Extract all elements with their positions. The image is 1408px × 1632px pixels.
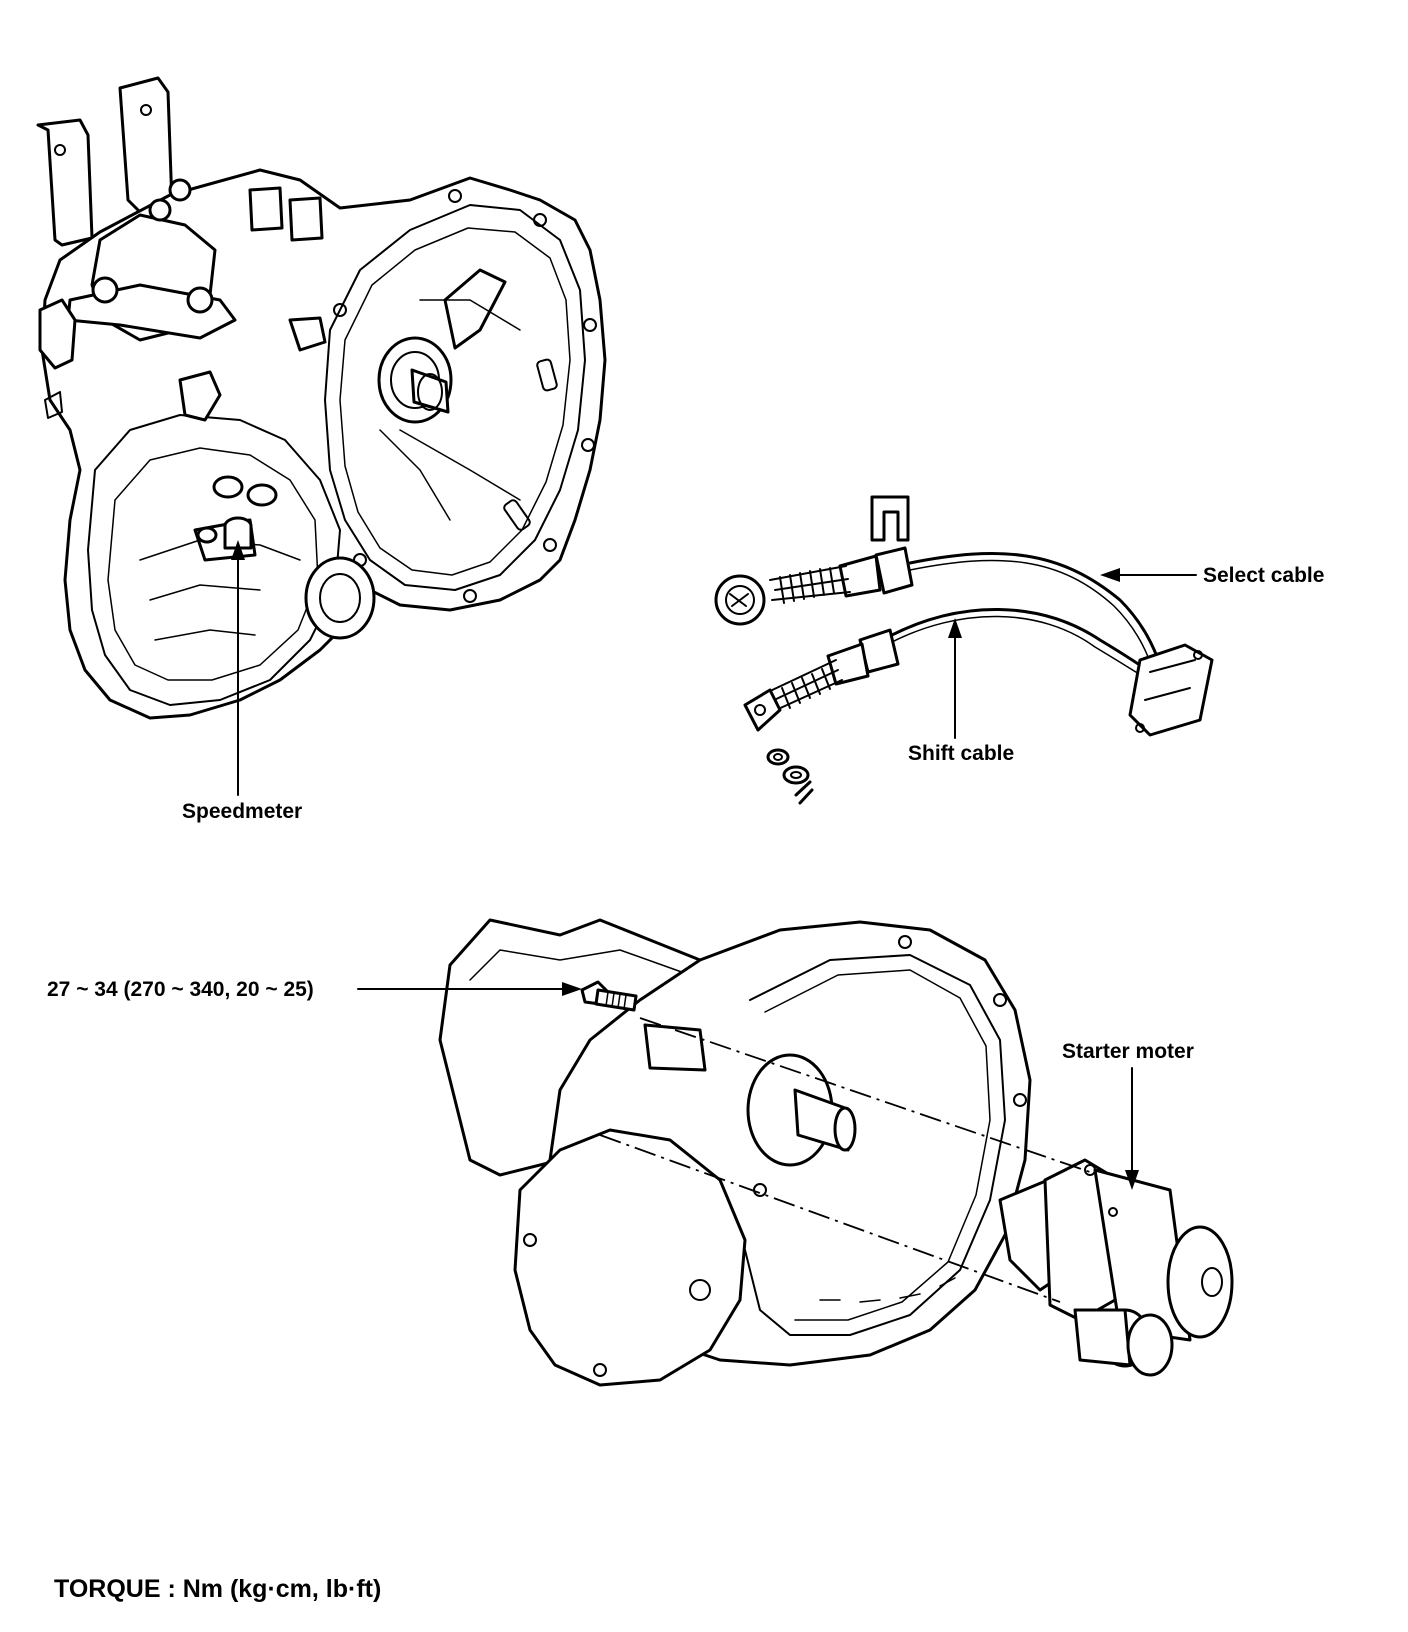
- shift-cable-label: Shift cable: [908, 742, 1014, 765]
- speedometer-label: Speedmeter: [182, 800, 302, 823]
- shift-select-cable-illustration: [714, 495, 1214, 805]
- bolt-torque-label: 27 ~ 34 (270 ~ 340, 20 ~ 25): [47, 978, 314, 1001]
- transaxle-assembly-illustration: [36, 76, 607, 796]
- starter-motor-label: Starter moter: [1062, 1040, 1194, 1063]
- bellhousing-starter-illustration: [357, 918, 1234, 1387]
- select-cable-label: Select cable: [1203, 564, 1324, 587]
- torque-units-note: TORQUE : Nm (kg·cm, lb·ft): [54, 1575, 382, 1603]
